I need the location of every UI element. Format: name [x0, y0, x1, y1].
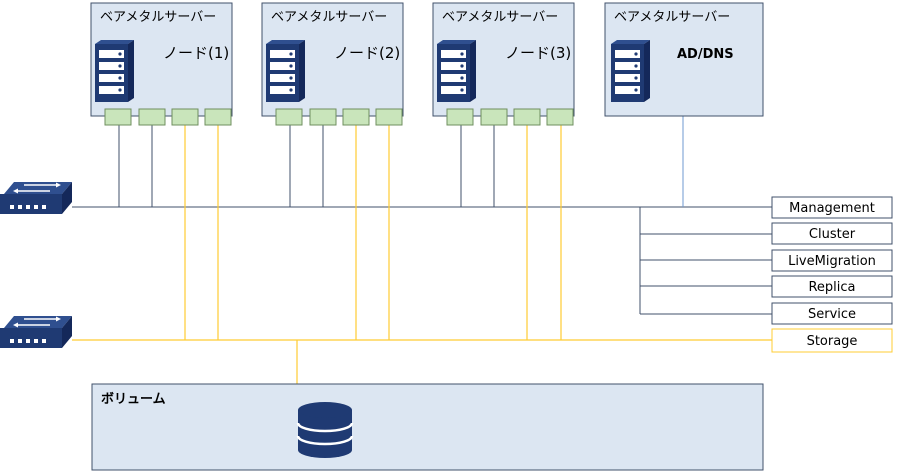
network-label-replica: Replica	[808, 280, 855, 295]
server-ad-dns: ベアメタルサーバー AD/DNS	[604, 2, 764, 117]
server-title: ベアメタルサーバー	[100, 10, 216, 25]
network-label-storage: Storage	[807, 334, 858, 349]
server-node-2: ベアメタルサーバー ノード(2)	[261, 2, 404, 126]
network-label-management: Management	[789, 201, 875, 216]
server-label: ノード(3)	[505, 44, 571, 62]
network-label-livemigration: LiveMigration	[788, 254, 876, 269]
network-port	[104, 108, 132, 126]
server-title: ベアメタルサーバー	[271, 10, 387, 25]
server-icon	[437, 40, 476, 102]
server-label: AD/DNS	[677, 47, 734, 62]
server-label: ノード(2)	[334, 44, 400, 62]
network-label-cluster: Cluster	[809, 227, 856, 242]
network-port	[546, 108, 574, 126]
server-title: ベアメタルサーバー	[442, 10, 558, 25]
server-icon	[95, 40, 134, 102]
server-node-3: ベアメタルサーバー ノード(3)	[432, 2, 575, 126]
network-port	[342, 108, 370, 126]
storage-switch-icon	[0, 315, 73, 349]
network-port	[446, 108, 474, 126]
network-port	[171, 108, 199, 126]
database-icon	[296, 402, 354, 458]
volume-title: ボリューム	[101, 391, 166, 407]
network-port	[480, 108, 508, 126]
server-node-1: ベアメタルサーバー ノード(1)	[90, 2, 233, 126]
network-port	[204, 108, 232, 126]
server-title: ベアメタルサーバー	[614, 10, 730, 25]
network-port	[275, 108, 303, 126]
network-port	[138, 108, 166, 126]
network-port	[309, 108, 337, 126]
server-icon	[266, 40, 305, 102]
network-switch-icon	[0, 181, 73, 215]
volume-box: ボリューム	[91, 383, 764, 471]
server-icon	[611, 40, 650, 102]
server-label: ノード(1)	[163, 44, 229, 62]
network-labels: Management Cluster LiveMigration Replica…	[771, 196, 893, 353]
network-port	[513, 108, 541, 126]
network-port	[375, 108, 403, 126]
connection-lines	[72, 116, 772, 384]
network-label-service: Service	[808, 307, 856, 322]
